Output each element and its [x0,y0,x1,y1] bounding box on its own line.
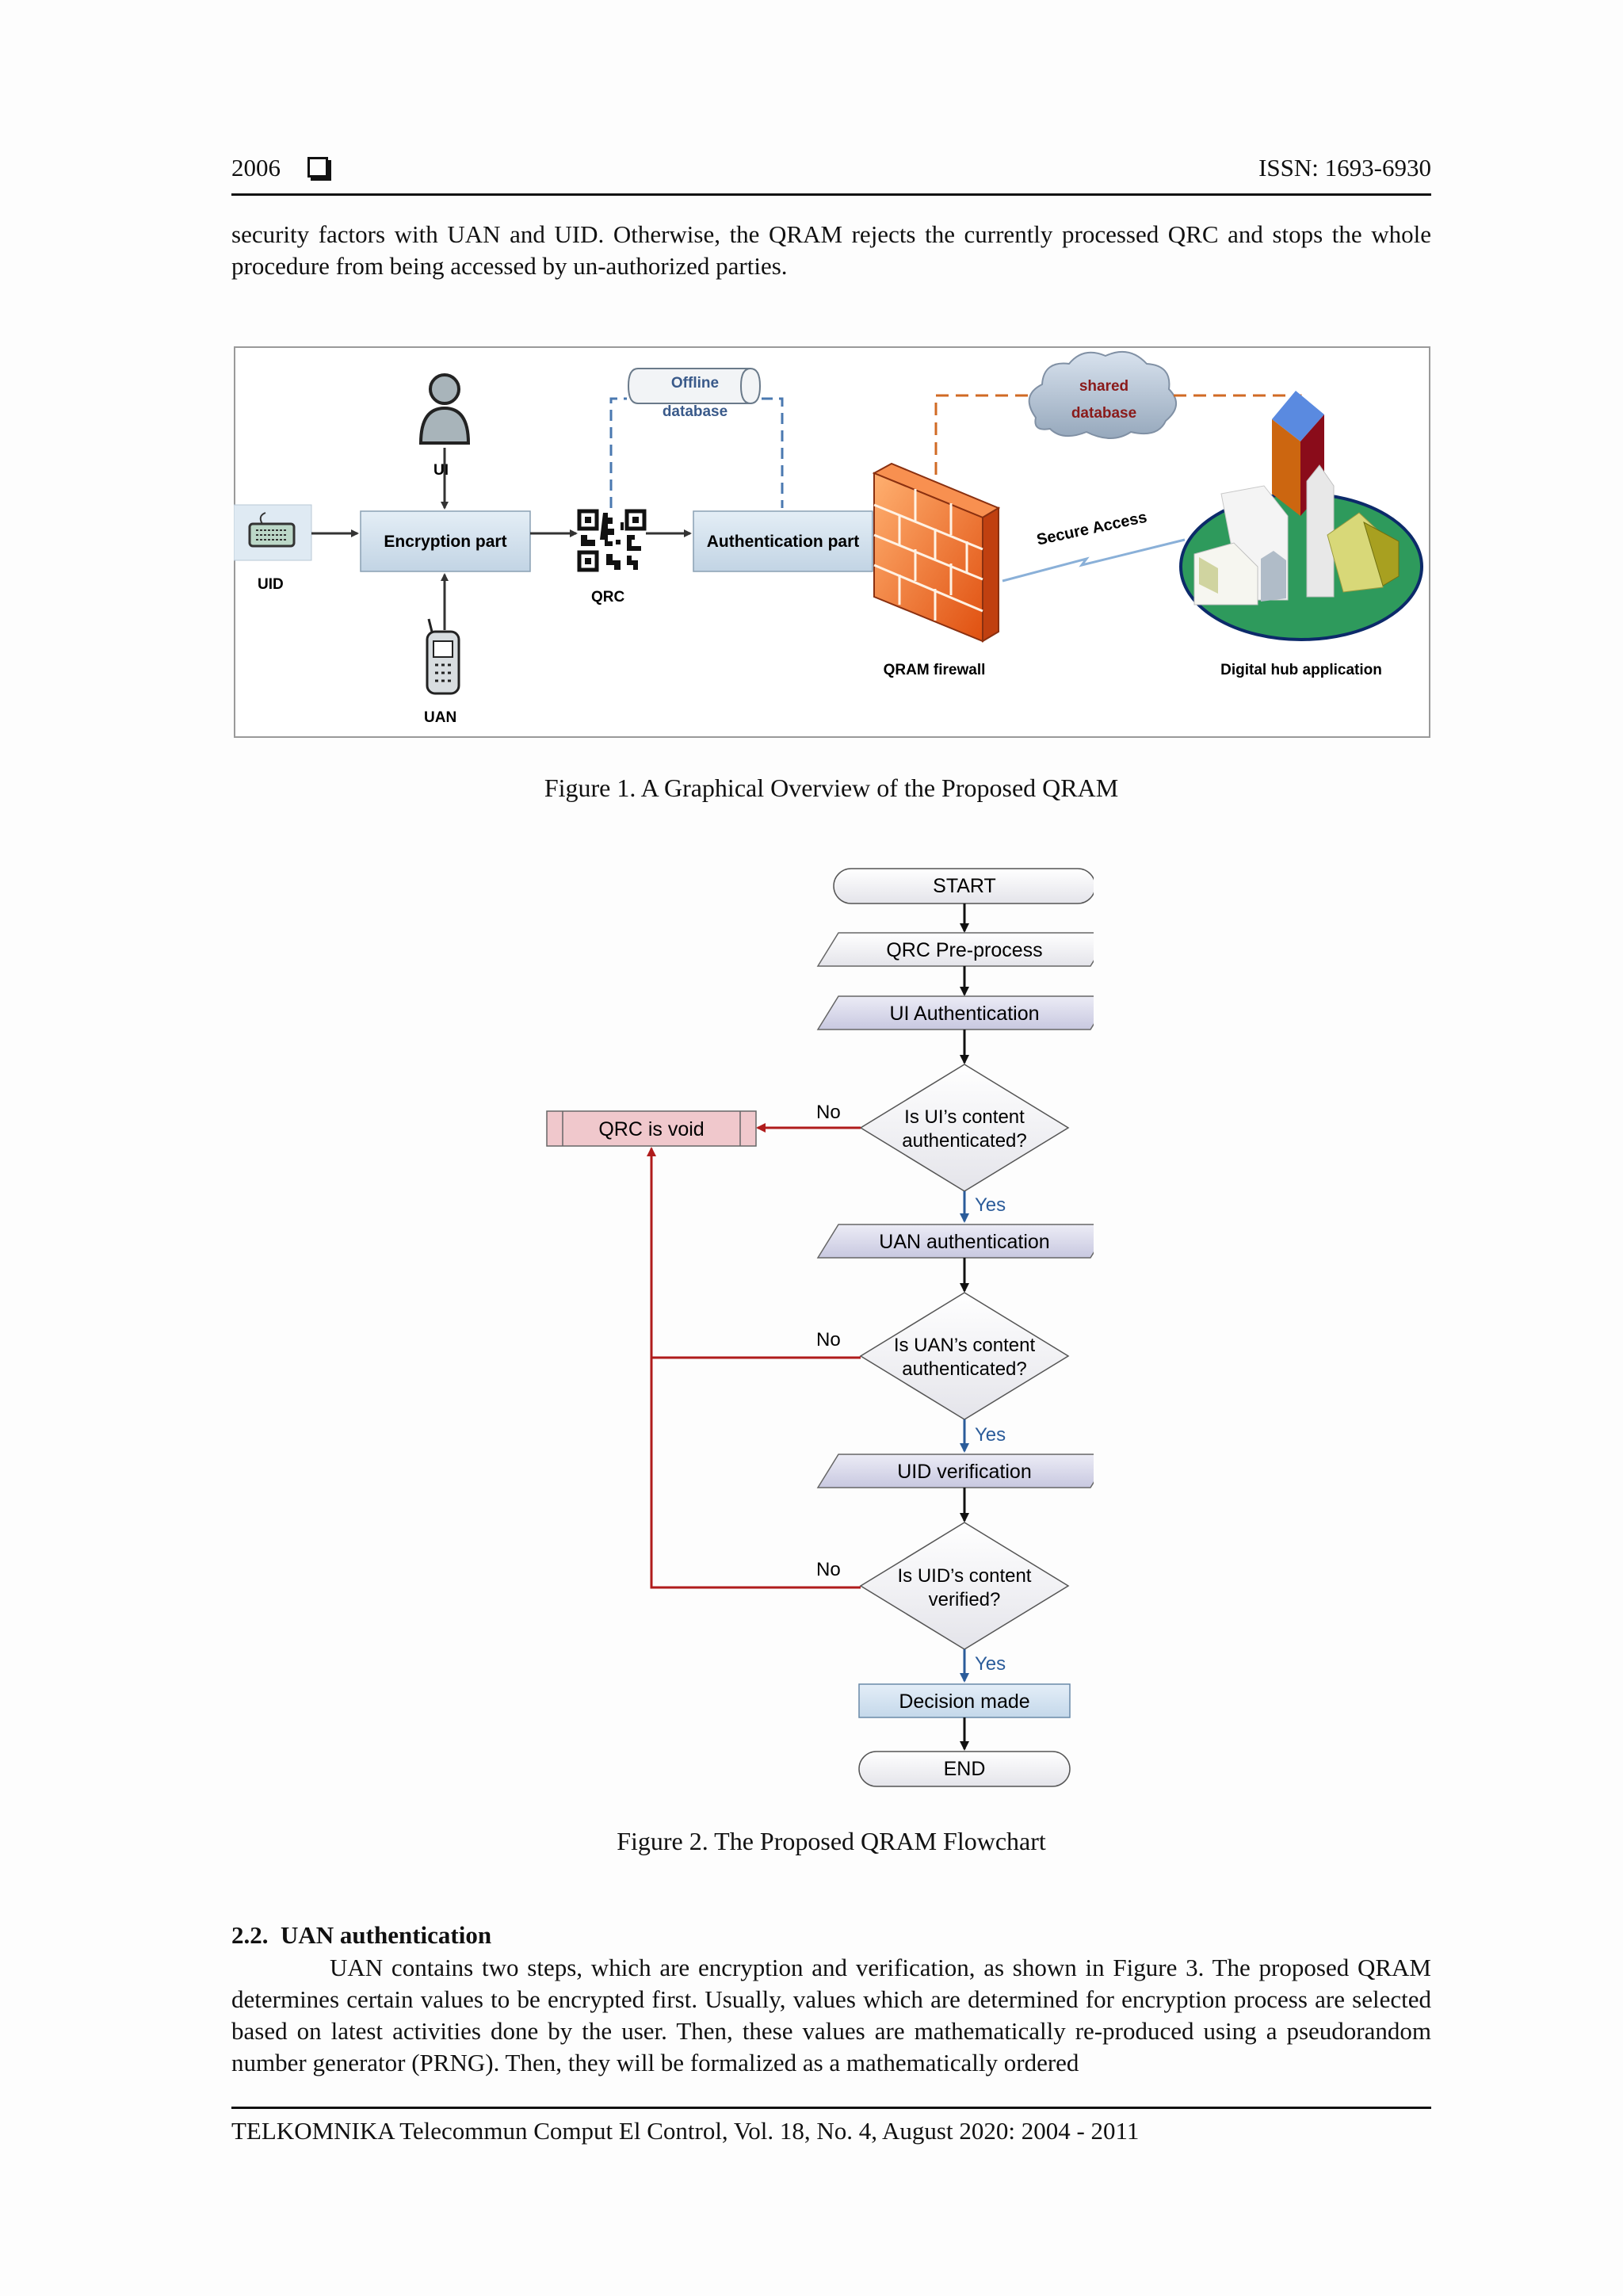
uid-verification-label: UID verification [897,1461,1032,1483]
uan-label: UAN [424,709,456,726]
uan-authentication-step [816,1224,1094,1259]
qrc-void-label: QRC is void [598,1118,704,1140]
decision-made-label: Decision made [899,1690,1029,1713]
ui-authentication-label: UI Authentication [889,1003,1039,1025]
figure-1-caption: Figure 1. A Graphical Overview of the Pr… [544,774,1119,802]
no-label-1: No [816,1102,841,1123]
q1-line1: Is UI’s content [904,1106,1025,1128]
authentication-part-label: Authentication part [707,533,860,551]
figure-1-diagram: UI UID Encryption part UAN QRC Authent [234,346,1430,738]
start-label: START [933,875,996,897]
section-heading: 2.2. UAN authentication [231,1921,491,1950]
ui-authentication-step [816,995,1094,1030]
buildings-icon [1179,391,1423,641]
uid-label: UID [258,576,284,593]
phone-icon [426,618,460,695]
uan-authentication-label: UAN authentication [879,1231,1049,1253]
encryption-part-label: Encryption part [384,533,506,551]
section-paragraph: UAN contains two steps, which are encryp… [231,1954,1431,2076]
end-terminal [858,1751,1071,1787]
keyboard-icon [248,512,296,548]
qr-code-icon [577,509,647,572]
secure-access-link [1002,538,1186,583]
page-number: 2006 [231,154,281,181]
q1-line2: authenticated? [902,1130,1026,1152]
figure-2-flowchart: START QRC Pre-process UI Authentication … [546,868,1094,1787]
page-footer: TELKOMNIKA Telecommun Comput El Control,… [231,2107,1431,2145]
qrc-preprocess-step [816,932,1094,967]
uid-verification-step [816,1454,1094,1488]
ui-content-decision [859,1064,1070,1192]
decision-made-box [858,1683,1071,1718]
issn: ISSN: 1693-6930 [1258,154,1431,181]
yes-label-2: Yes [975,1424,1006,1446]
square-bullet-icon [307,157,328,178]
firewall-label: QRAM firewall [884,662,986,678]
figure-2-caption: Figure 2. The Proposed QRAM Flowchart [617,1827,1046,1855]
yes-label-3: Yes [975,1653,1006,1675]
no-label-2: No [816,1329,841,1350]
uan-content-decision [859,1292,1070,1420]
digital-hub-label: Digital hub application [1220,662,1382,678]
intro-paragraph: security factors with UAN and UID. Other… [231,220,1431,280]
firewall-icon [872,462,1001,643]
shared-db-label-2: database [1071,405,1136,422]
section-number: 2.2. [231,1921,269,1949]
offline-db-label-2: database [663,403,727,420]
q2-line2: authenticated? [902,1358,1026,1380]
qrc-preprocess-label: QRC Pre-process [886,939,1042,961]
q2-line1: Is UAN’s content [894,1335,1036,1356]
offline-db-label-1: Offline [671,375,719,392]
end-label: END [944,1758,986,1780]
qrc-label: QRC [591,589,625,606]
no-label-3: No [816,1559,841,1580]
q3-line2: verified? [929,1589,1001,1610]
offline-database [627,368,762,404]
ui-label: UI [433,462,449,479]
page-header: 2006 ISSN: 1693-6930 [231,152,1431,196]
qrc-void-box [546,1110,757,1147]
cloud-icon [1028,350,1177,439]
user-icon [418,373,471,445]
q3-line1: Is UID’s content [898,1565,1032,1587]
shared-db-label-1: shared [1079,378,1128,395]
section-title: UAN authentication [281,1921,492,1949]
yes-label-1: Yes [975,1194,1006,1216]
